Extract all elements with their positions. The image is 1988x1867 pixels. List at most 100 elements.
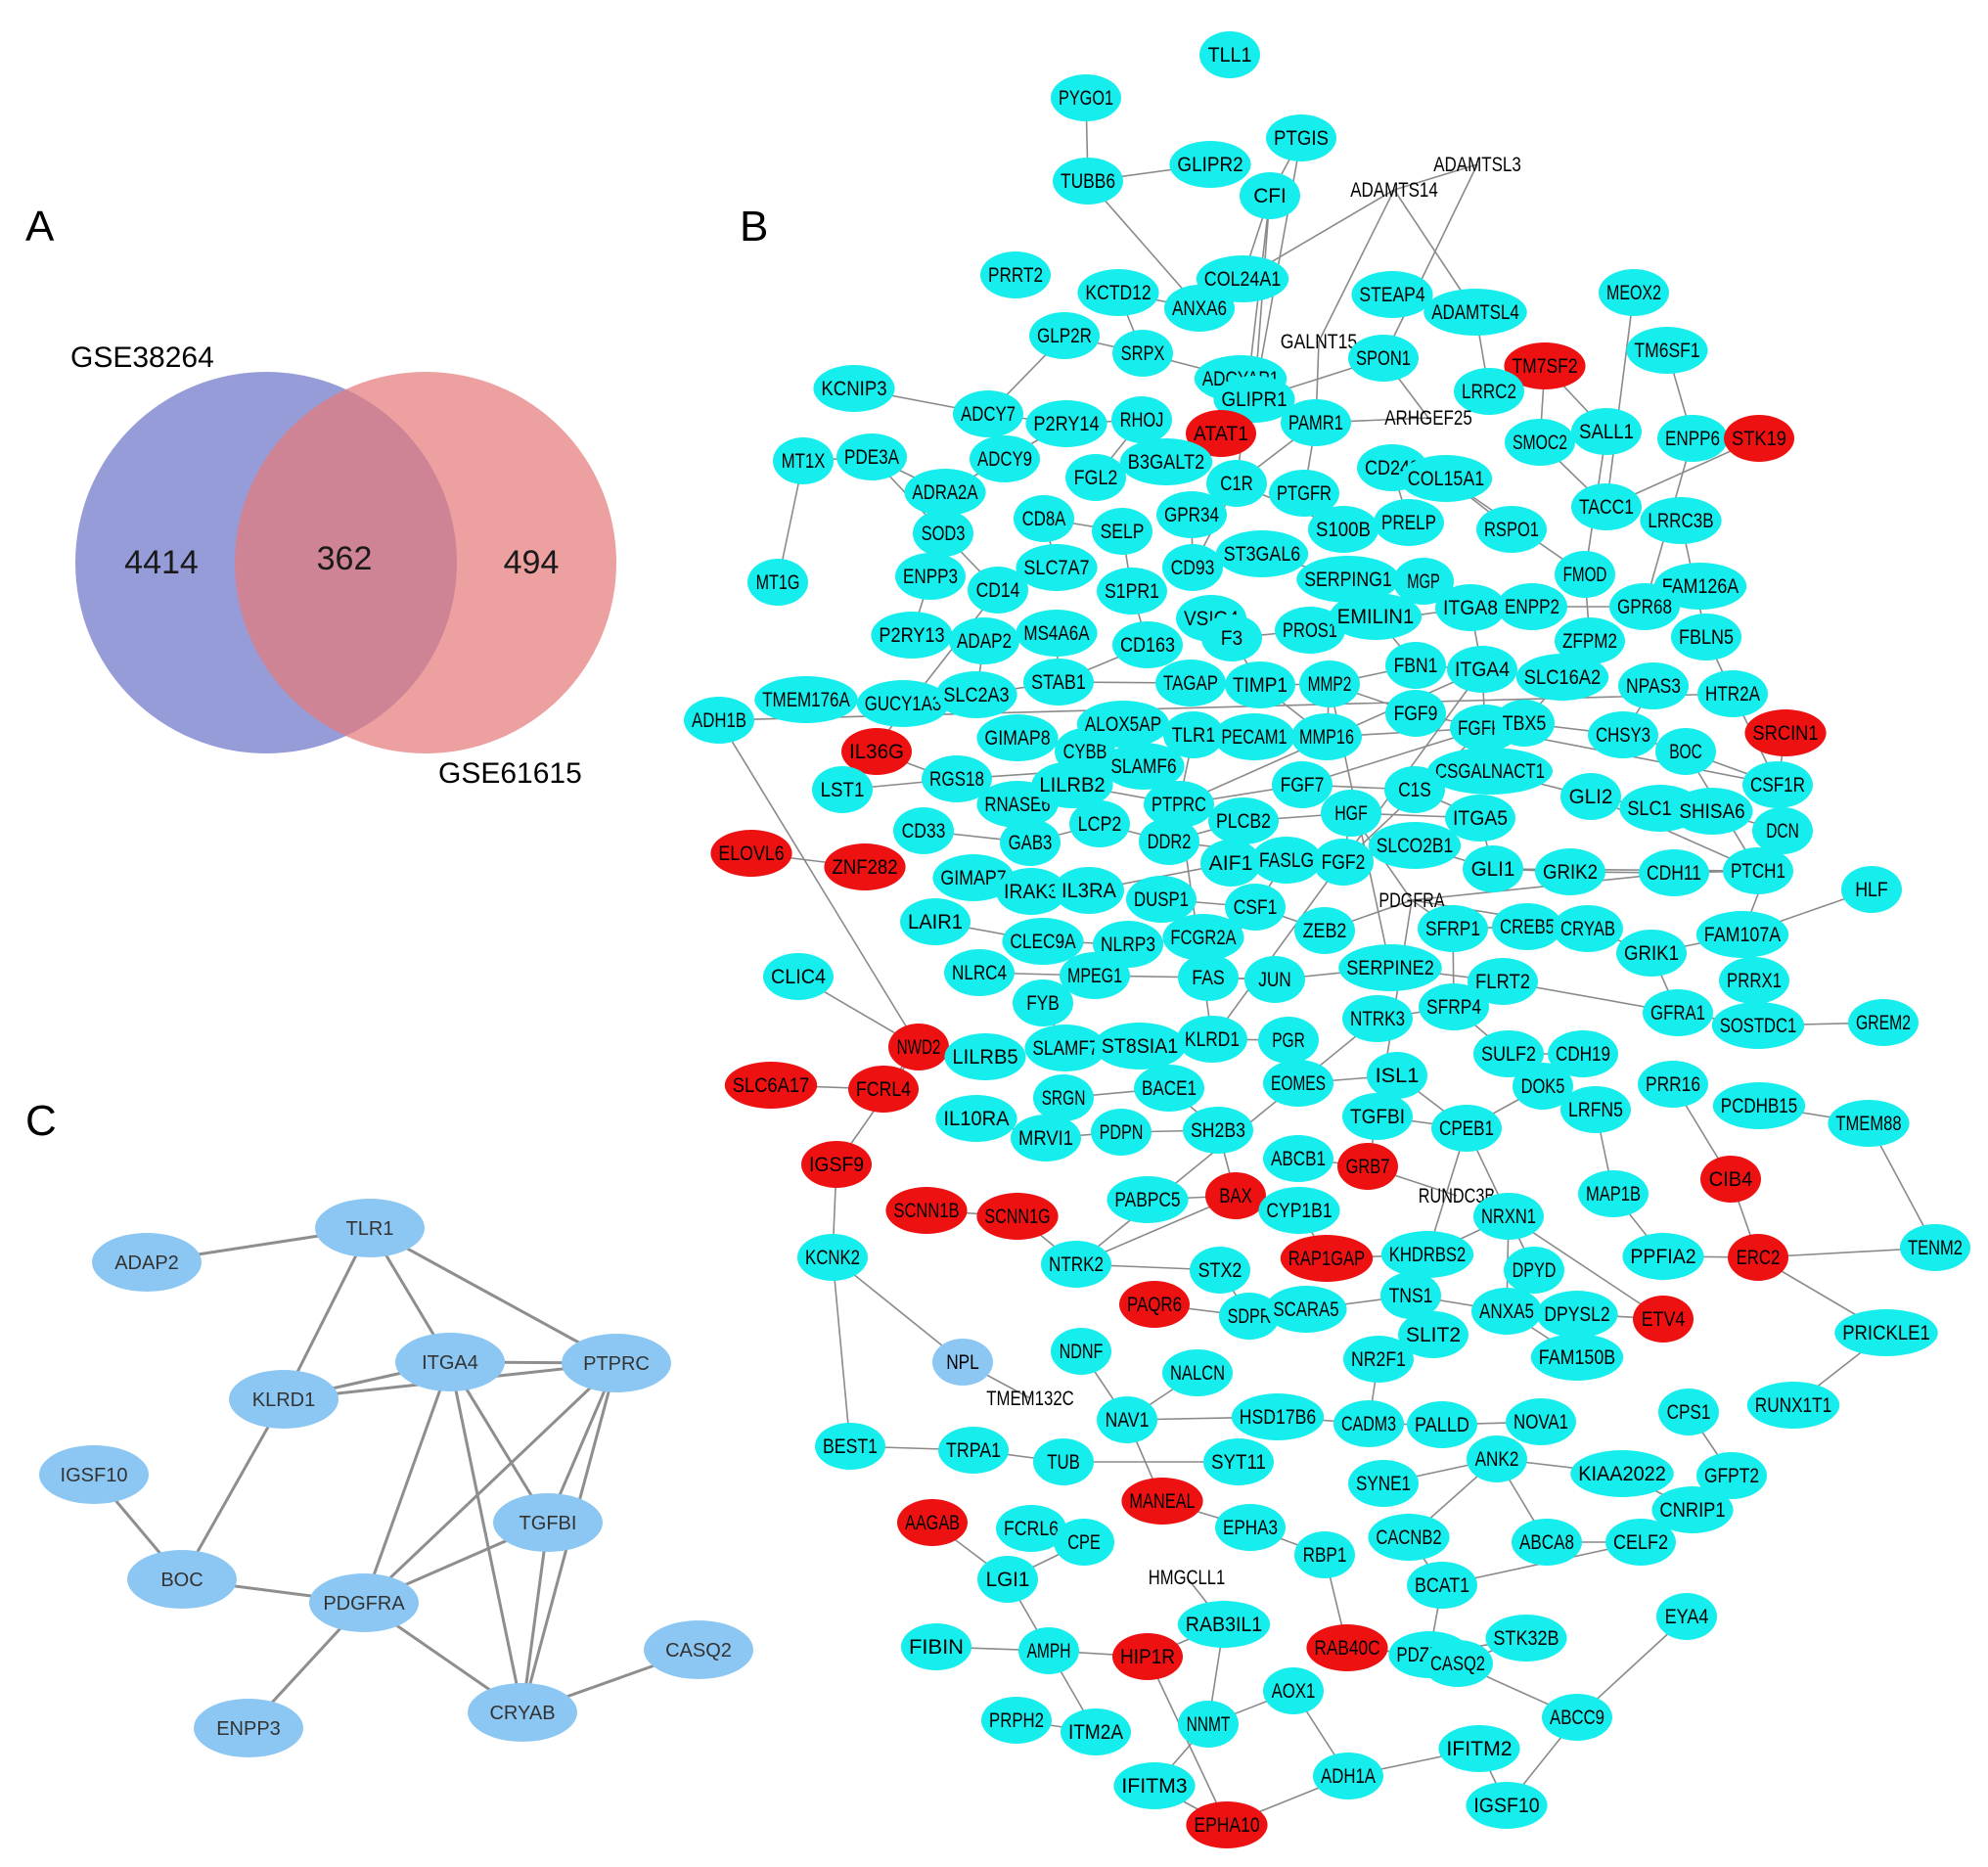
- network-node-shape: [1060, 952, 1130, 999]
- network-node: ZEB2: [1294, 907, 1355, 954]
- network-node-shape: [1156, 491, 1227, 538]
- network-node-label: NPAS3: [1626, 675, 1681, 698]
- network-node-label: CFI: [1253, 185, 1287, 207]
- network-node: GALNT15: [1281, 331, 1357, 353]
- network-node-label: HTR2A: [1705, 683, 1760, 706]
- network-node-label: PRRX1: [1727, 970, 1782, 992]
- subnetwork-node-shape: [309, 1573, 419, 1632]
- network-node-label: AIF1: [1209, 852, 1253, 875]
- panel-label-c: C: [25, 1097, 57, 1145]
- network-node: IGSF9: [801, 1141, 872, 1188]
- network-node-shape: [1643, 989, 1713, 1036]
- network-node-label: FMOD: [1563, 564, 1607, 586]
- network-node: FAM126A: [1653, 563, 1747, 610]
- network-node-label: TUBB6: [1061, 170, 1115, 193]
- network-node-shape: [1423, 1640, 1493, 1687]
- network-node: ITM2A: [1061, 1708, 1131, 1755]
- network-node: C1S: [1384, 766, 1445, 813]
- network-node: ATAT1: [1186, 410, 1256, 457]
- network-node: ENPP6: [1657, 415, 1728, 462]
- network-node-shape: [1656, 1593, 1717, 1640]
- network-node-label: ADAMTSL3: [1433, 154, 1521, 176]
- network-node: F3: [1201, 615, 1262, 661]
- network-node-label: GLI2: [1569, 786, 1613, 808]
- network-node-shape: [1112, 621, 1183, 668]
- network-node-label: FGF2: [1322, 851, 1366, 874]
- network-node: HTR2A: [1697, 670, 1768, 717]
- network-node: EPHA10: [1186, 1801, 1268, 1848]
- network-node-label: ABCB1: [1271, 1148, 1326, 1170]
- network-node-label: F3: [1221, 627, 1242, 650]
- network-node-shape: [848, 1066, 919, 1113]
- network-node: PDGFRA: [1378, 889, 1444, 912]
- network-node-shape: [684, 697, 754, 744]
- network-node-label: C1R: [1220, 473, 1253, 495]
- network-node: FIBIN: [901, 1623, 971, 1670]
- network-node: TM6SF1: [1626, 327, 1708, 374]
- network-node-shape: [1333, 1400, 1404, 1447]
- network-node-label: CADM3: [1341, 1413, 1396, 1435]
- network-node: LILRB2: [1031, 761, 1113, 808]
- subnetwork-node-shape: [39, 1445, 149, 1504]
- network-node-label: EMILIN1: [1337, 606, 1414, 628]
- network-node: PABPC5: [1107, 1176, 1189, 1223]
- network-node-label: SPON1: [1356, 347, 1411, 370]
- network-node: ADCY7: [953, 390, 1023, 437]
- network-node: PRELP: [1374, 499, 1444, 546]
- network-node: FLRT2: [1468, 958, 1538, 1005]
- network-node: C1R: [1206, 460, 1267, 507]
- network-node-label: SOD3: [922, 523, 966, 545]
- network-node-shape: [1398, 1311, 1468, 1358]
- network-node: SLC7A7: [1016, 544, 1098, 591]
- network-node: CD8A: [1014, 495, 1074, 542]
- network-node-label: IFITM2: [1446, 1738, 1512, 1760]
- network-node: GFRA1: [1643, 989, 1713, 1036]
- network-node-label: EPHA10: [1194, 1814, 1259, 1837]
- network-edge: [1393, 163, 1478, 191]
- network-node-label: RAB3IL1: [1186, 1614, 1262, 1636]
- network-node: SFRP1: [1418, 905, 1488, 952]
- network-node-label: SLC7A7: [1023, 557, 1089, 579]
- subnetwork-node: PDGFRA: [309, 1573, 419, 1632]
- network-node-label: DDR2: [1148, 831, 1192, 853]
- network-node-label: ISL1: [1376, 1065, 1420, 1087]
- network-node: LRRC2: [1454, 368, 1524, 415]
- network-node-label: FGF7: [1281, 774, 1325, 797]
- network-node: DUSP1: [1126, 876, 1197, 923]
- network-node: HIP1R: [1112, 1633, 1183, 1680]
- network-node-shape: [1828, 1100, 1910, 1147]
- network-node: ST8SIA1: [1093, 1023, 1187, 1070]
- network-node-shape: [1169, 141, 1251, 188]
- network-node-shape: [1658, 1389, 1719, 1435]
- network-node-label: GLI1: [1471, 858, 1515, 881]
- network-node-shape: [932, 854, 1015, 901]
- network-node-label: ZNF282: [832, 856, 897, 879]
- network-node-label: NOVA1: [1514, 1411, 1568, 1434]
- network-node-label: RAP1GAP: [1288, 1248, 1365, 1270]
- network-node-shape: [1033, 1438, 1094, 1485]
- network-node: SLAMF7: [1024, 1025, 1107, 1071]
- network-node: TMEM132C: [986, 1388, 1074, 1410]
- network-node-shape: [1281, 399, 1351, 446]
- network-node: NTRK3: [1342, 995, 1413, 1042]
- network-node-shape: [1697, 670, 1768, 717]
- network-node-shape: [1097, 568, 1167, 615]
- network-node: MGP: [1393, 558, 1454, 605]
- network-node-label: AOX1: [1272, 1680, 1316, 1703]
- network-node-label: ETV4: [1642, 1308, 1686, 1331]
- network-node-label: IL10RA: [943, 1108, 1009, 1130]
- network-node: FYB: [1013, 979, 1073, 1026]
- network-node: AAGAB: [897, 1499, 968, 1546]
- network-node: KCNIP3: [813, 365, 895, 412]
- network-node: PLCB2: [1208, 797, 1279, 844]
- network-node-shape: [1653, 563, 1747, 610]
- network-node: ITGA5: [1445, 795, 1515, 842]
- network-node-shape: [1313, 1753, 1383, 1799]
- network-node-label: TENM2: [1908, 1237, 1963, 1259]
- hub-subnetwork-edges: [92, 1226, 700, 1730]
- network-node-shape: [754, 676, 858, 723]
- network-node-shape: [1258, 1017, 1319, 1064]
- network-node-shape: [1112, 1633, 1183, 1680]
- network-node-label: GRB7: [1346, 1156, 1390, 1178]
- network-edge: [718, 719, 920, 1048]
